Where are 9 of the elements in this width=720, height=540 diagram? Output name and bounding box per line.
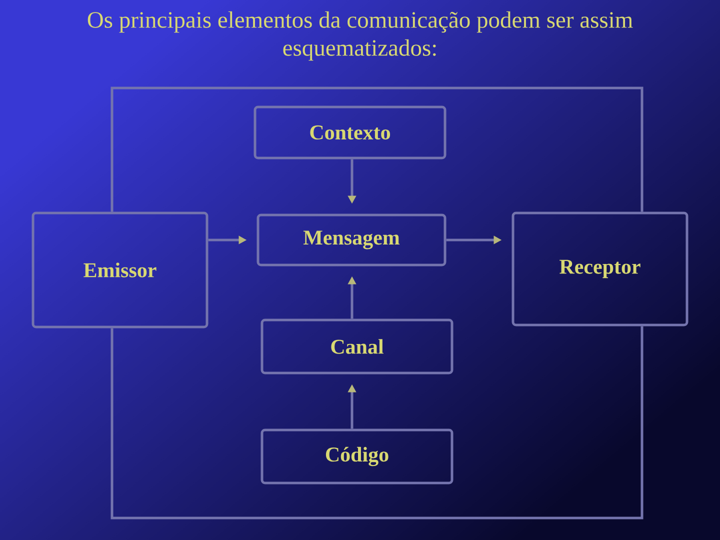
concept-box: Canal: [260, 318, 454, 374]
concept-box: Emissor: [32, 212, 208, 328]
connector-line: [110, 326, 644, 520]
title: Os principais elementos da comunicação podem ser assim esquematizados:: [88, 11, 633, 61]
concept-box: Receptor: [512, 212, 688, 326]
concept-box: Mensagem: [256, 214, 446, 266]
concept-box: Contexto: [254, 106, 446, 160]
concept-box: Código: [260, 428, 454, 484]
connector-line: [110, 86, 644, 212]
